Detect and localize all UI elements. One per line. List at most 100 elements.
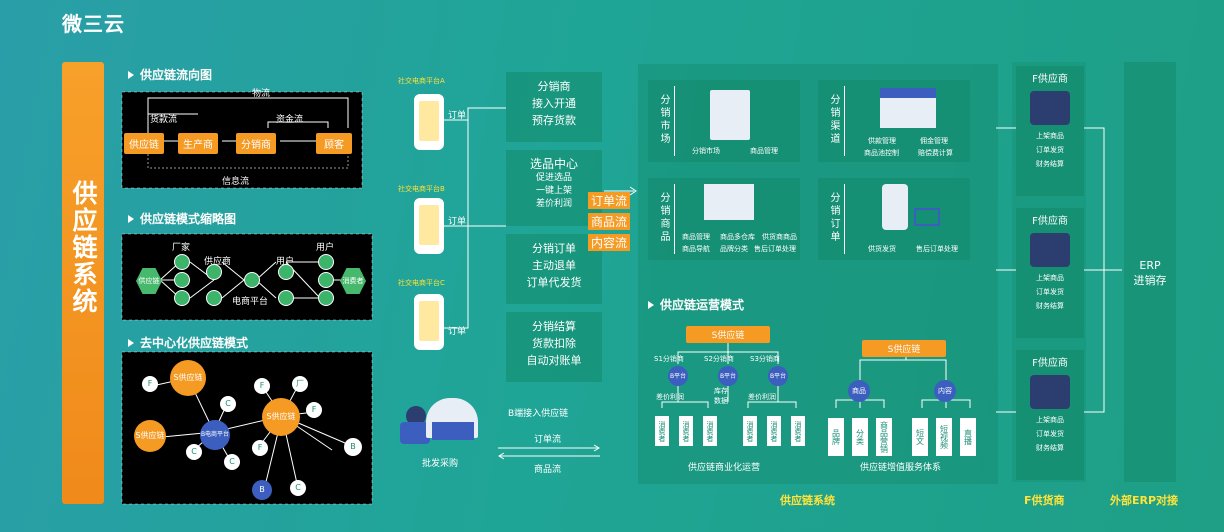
bottom-product-flow: 商品流: [534, 465, 562, 475]
supplier-item: 财务结算: [1036, 444, 1064, 452]
divider: [844, 184, 845, 254]
flow-label-logistics: 物流: [252, 89, 271, 99]
triangle-bullet-icon: [128, 214, 134, 223]
mid-box-line: 分销商: [537, 80, 571, 93]
supplier-illustration-icon: [1030, 375, 1070, 409]
bulk-illustration: [396, 392, 496, 448]
footer-supply-system: 供应链系统: [780, 494, 835, 507]
pattern-consumer-hex: 消费者: [340, 268, 366, 294]
side-title: 供应链系统: [69, 180, 98, 315]
phone-screen: [419, 205, 439, 245]
supplier-item: 财务结算: [1036, 160, 1064, 168]
ops-left-branch: S2分销商: [704, 355, 734, 363]
ops-left-leaf: 消费者: [679, 416, 693, 446]
mid-box-settlement: 分销结算 货款扣除 自动对账单: [506, 312, 602, 382]
supplier-item: 订单发货: [1036, 146, 1064, 154]
ops-left-root: S供应链: [686, 326, 770, 343]
panel-title: 分销市场: [658, 94, 669, 146]
side-title-bar: [62, 62, 104, 504]
supplier-card-1: F供应商 上架商品 订单发货 财务结算: [1016, 66, 1084, 196]
crate-icon: [432, 422, 474, 440]
ops-left-branch: S1分销商: [654, 355, 684, 363]
mid-box-line: 分销结算: [532, 320, 576, 333]
phone-c-icon: [414, 294, 444, 350]
mid-stack: 分销商 接入开通 预存货款 选品中心 促进选品 一键上架 差价利润 分销订单 主…: [506, 72, 602, 382]
mid-box-line: 分销订单: [532, 242, 576, 255]
ops-left-platform-node: B平台: [718, 366, 738, 386]
flow-product: 商品流: [588, 213, 631, 230]
panel-distribution-orders: 分销订单 供货发货 售后订单处理: [818, 178, 970, 260]
decentral-s-supply-node: S供应链: [170, 360, 206, 396]
decentral-f-node: F: [252, 440, 268, 456]
section-decentral-label: 去中心化供应链模式: [140, 336, 249, 350]
store-illustration-icon: [710, 90, 750, 140]
ops-left-leaf: 消费者: [703, 416, 717, 446]
flow-label-info: 信息流: [222, 177, 250, 187]
flow-label-funds: 资金流: [276, 115, 304, 125]
flow-node-supply: 供应链: [124, 133, 164, 154]
ops-left-platform-node: B平台: [768, 366, 788, 386]
ops-left-leaf: 消费者: [791, 416, 805, 446]
mid-box-line: 促进选品: [535, 173, 572, 183]
panel-distribution-market: 分销市场 分销市场 商品管理: [648, 80, 800, 162]
ops-right-goods-node: 商品: [848, 380, 870, 402]
panel-item: 供货发货: [868, 245, 896, 253]
mid-box-line: 一键上架: [535, 186, 572, 196]
decentral-b-node: B: [344, 438, 362, 456]
ops-left-platform-node: B平台: [668, 366, 688, 386]
ops-right-leaf: 分类: [852, 418, 868, 456]
panel-item: 供货商商品: [762, 233, 797, 241]
person-icon: [318, 254, 334, 270]
flow-node-distributor: 分销商: [236, 133, 276, 154]
ops-right-leaf: 商品营销: [876, 418, 892, 456]
flow-label-payment: 货款流: [150, 115, 178, 125]
platform-c-order: 订单: [448, 327, 467, 337]
supplier-item: 订单发货: [1036, 288, 1064, 296]
decentral-c-node: C: [186, 444, 202, 460]
panel-item: 佣金管理: [920, 137, 948, 145]
mid-box-line: 预存货款: [532, 114, 576, 127]
divider: [674, 184, 675, 254]
ops-left-tree-lines: [661, 342, 797, 408]
board-illustration-icon: [704, 184, 754, 220]
section-ops-label: 供应链运营模式: [660, 298, 745, 312]
platform-b-order: 订单: [448, 217, 467, 227]
platform-b-label: 社交电商平台B: [398, 185, 445, 193]
person-icon: [318, 290, 334, 306]
flow-node-producer: 生产商: [178, 133, 218, 154]
person-icon: [318, 272, 334, 288]
mid-box-line: 差价利润: [535, 199, 572, 209]
erp-line-1: ERP: [1139, 259, 1161, 272]
bottom-order-flow: 订单流: [534, 435, 562, 445]
pattern-user1-label: 用户: [276, 257, 295, 267]
panel-item: 赔偿费计算: [918, 149, 953, 157]
decentral-factory-node: 厂: [292, 376, 308, 392]
supplier-title: F供应商: [1032, 74, 1068, 85]
mid-box-line: 货款扣除: [532, 337, 576, 350]
person-body-icon: [400, 422, 430, 444]
divider: [844, 86, 845, 156]
ops-right-leaf: 品牌: [828, 418, 844, 456]
panel-title: 分销渠道: [828, 94, 839, 146]
ops-right-tree-lines: [835, 350, 971, 408]
panel-item: 品牌分类: [720, 245, 748, 253]
divider: [674, 86, 675, 156]
supplier-title: F供应商: [1032, 216, 1068, 227]
phone-screen: [419, 301, 439, 341]
decentral-f-node: F: [306, 402, 322, 418]
panel-title: 分销订单: [828, 192, 839, 244]
mid-box-distributor: 分销商 接入开通 预存货款: [506, 72, 602, 142]
mid-box-line: 主动退单: [532, 259, 576, 272]
decentral-c-node: C: [290, 480, 306, 496]
panel-item: 商品多仓库: [720, 233, 755, 241]
platform-connectors: [444, 107, 506, 329]
ops-right-leaf: 短文: [912, 418, 928, 456]
pattern-user2-label: 用户: [316, 243, 335, 253]
decentral-f-node: F: [142, 376, 158, 392]
pattern-supply-hex: 供应链: [136, 268, 162, 294]
person-icon: [278, 290, 294, 306]
mid-box-orders: 分销订单 主动退单 订单代发货: [506, 234, 602, 304]
b-access-label: B端接入供应链: [508, 409, 569, 419]
phone-illustration-icon: [882, 184, 908, 230]
